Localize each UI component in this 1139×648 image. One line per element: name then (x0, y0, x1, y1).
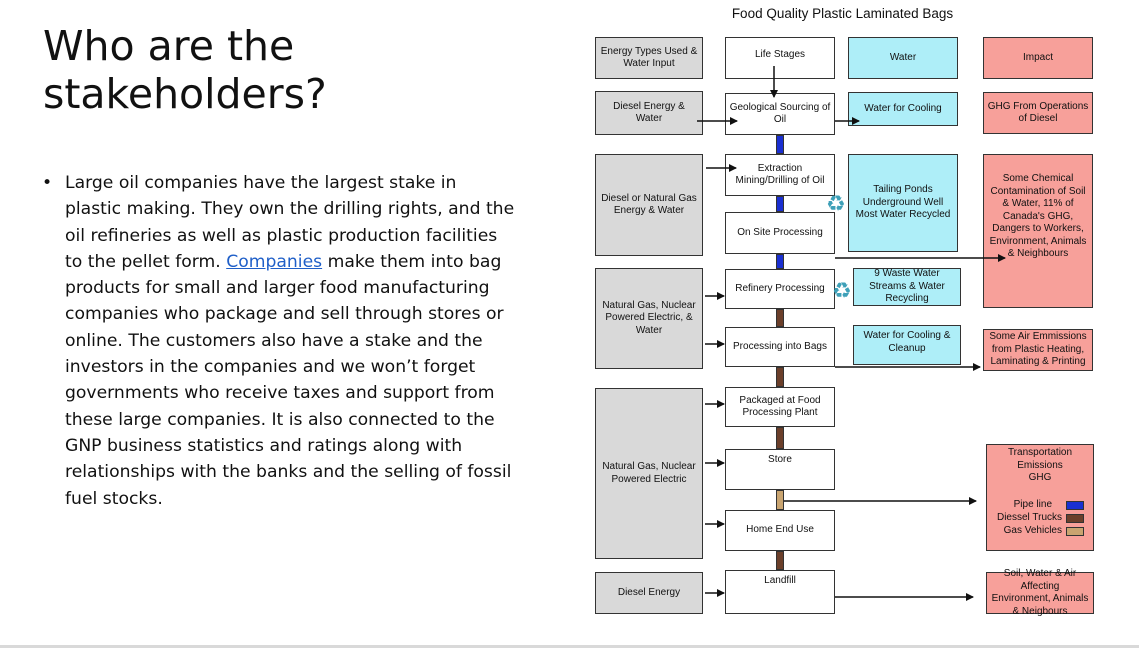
water-box-1: Water for Cooling (848, 92, 958, 126)
water-box-2: Tailing Ponds Underground Well Most Wate… (848, 154, 958, 252)
bullet-paragraph: • Large oil companies have the largest s… (42, 170, 517, 512)
impact-box-5: Soil, Water & Air Affecting Environment,… (986, 568, 1094, 617)
stage-extraction: Extraction Mining/Drilling of Oil (725, 154, 835, 196)
stage-landfill: Landfill (725, 570, 835, 614)
bullet-text-after-link: make them into bag products for small an… (65, 251, 512, 509)
header-energy: Energy Types Used & Water Input (595, 37, 703, 79)
stage-geological-sourcing: Geological Sourcing of Oil (725, 93, 835, 135)
energy-box-1: Diesel Energy & Water (595, 91, 703, 135)
companies-link[interactable]: Companies (226, 251, 323, 272)
bullet-icon: • (42, 173, 53, 193)
legend-diesel-trucks-label: Diessel Trucks (996, 512, 1062, 523)
water-box-4: Water for Cooling & Cleanup (853, 325, 961, 365)
header-water: Water (848, 37, 958, 79)
bottom-divider (0, 645, 1139, 648)
slide-title: Who are the stakeholders? (43, 22, 327, 118)
pipeline-connector (776, 196, 784, 212)
stage-packaged: Packaged at Food Processing Plant (725, 387, 835, 427)
stage-processing-into-bags: Processing into Bags (725, 327, 835, 367)
impact-box-1: GHG From Operations of Diesel (983, 92, 1093, 134)
stage-refinery-processing: Refinery Processing (725, 269, 835, 309)
bullet-text: Large oil companies have the largest sta… (65, 170, 517, 512)
bullet-text-before-link: Large oil companies have the largest sta… (65, 173, 515, 272)
header-impact: Impact (983, 37, 1093, 79)
diesel-truck-connector (776, 427, 784, 449)
pipeline-connector (776, 254, 784, 269)
recycle-icon: ♻ (826, 191, 846, 216)
legend-gas-vehicles-swatch (1066, 527, 1084, 536)
legend-diesel-trucks-swatch (1066, 514, 1084, 523)
energy-box-3: Natural Gas, Nuclear Powered Electric, &… (595, 268, 703, 369)
header-life-stages: Life Stages (725, 37, 835, 79)
impact-box-4-text: Transportation Emissions GHG (1007, 447, 1073, 483)
stage-home-end-use: Home End Use (725, 510, 835, 551)
diesel-truck-connector (776, 551, 784, 570)
diesel-truck-connector (776, 367, 784, 387)
legend-pipeline-label: Pipe line (1013, 499, 1052, 510)
legend-pipeline-swatch (1066, 501, 1084, 510)
stage-store: Store (725, 449, 835, 490)
legend-gas-vehicles-label: Gas Vehicles (1003, 525, 1062, 536)
pipeline-connector (776, 135, 784, 154)
stage-on-site-processing: On Site Processing (725, 212, 835, 254)
impact-box-2: Some Chemical Contamination of Soil & Wa… (983, 154, 1093, 308)
diesel-truck-connector (776, 309, 784, 327)
gas-vehicle-connector (776, 490, 784, 510)
impact-box-3: Some Air Emmissions from Plastic Heating… (983, 329, 1093, 371)
water-box-3: 9 Waste Water Streams & Water Recycling (853, 268, 961, 306)
energy-box-5: Diesel Energy (595, 572, 703, 614)
diagram-title: Food Quality Plastic Laminated Bags (731, 6, 954, 21)
energy-box-4: Natural Gas, Nuclear Powered Electric (595, 388, 703, 559)
recycle-icon: ♻ (832, 278, 852, 303)
energy-box-2: Diesel or Natural Gas Energy & Water (595, 154, 703, 256)
